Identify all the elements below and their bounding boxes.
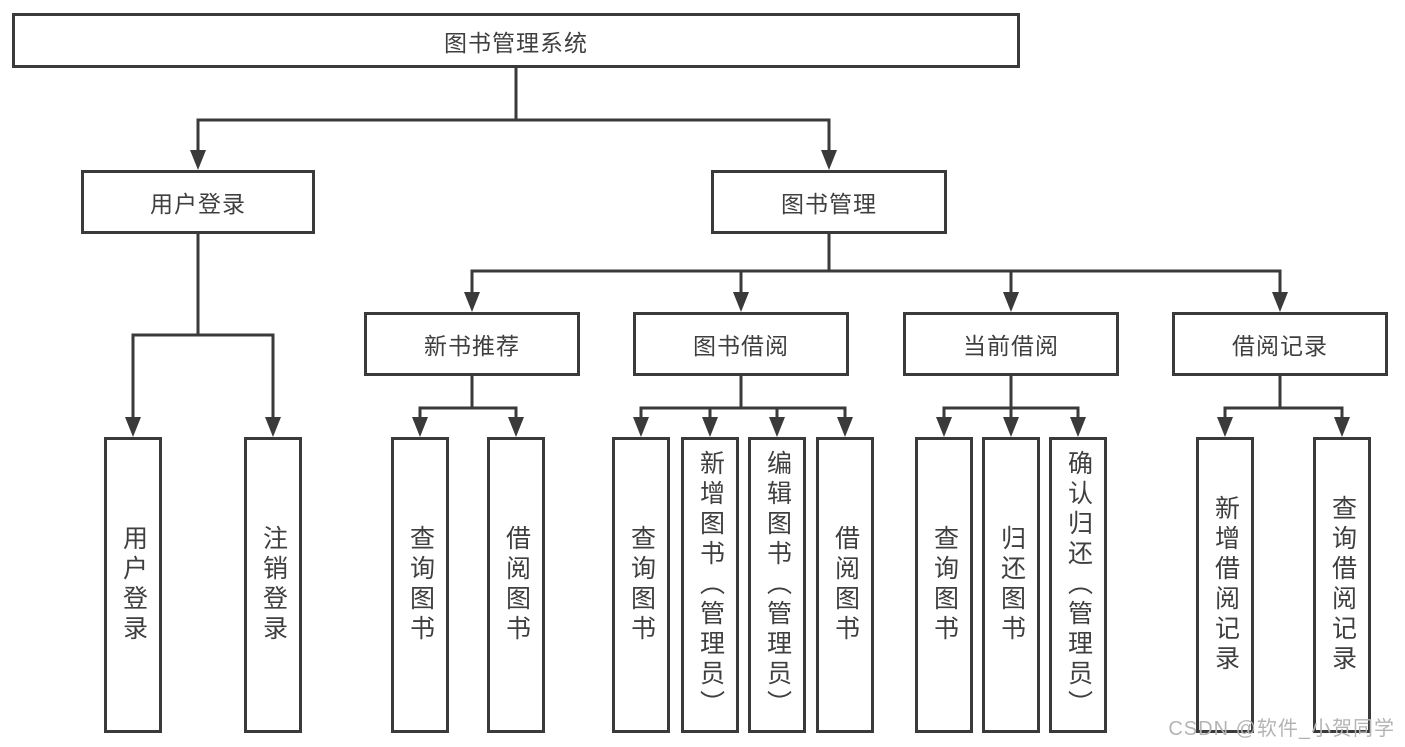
node-label: 借阅图书 xyxy=(831,525,860,645)
node-book-borrowing: 图书借阅 xyxy=(633,312,849,376)
connector-arrowhead xyxy=(412,417,428,437)
connector-arrowhead xyxy=(1217,417,1233,437)
node-label: 新书推荐 xyxy=(424,333,520,359)
leaf-query-books-current: 查询图书 xyxy=(915,437,973,733)
node-label: 编辑图书（管理员） xyxy=(763,450,792,720)
leaf-confirm-return-admin: 确认归还（管理员） xyxy=(1049,437,1107,733)
node-library-management-system: 图书管理系统 xyxy=(12,13,1020,68)
connector-arrowhead xyxy=(769,417,785,437)
node-label: 借阅图书 xyxy=(502,525,531,645)
node-label: 新增借阅记录 xyxy=(1211,495,1240,675)
leaf-edit-books-admin: 编辑图书（管理员） xyxy=(748,437,806,733)
connector-arrowhead xyxy=(821,150,837,170)
node-user-login: 用户登录 xyxy=(81,170,315,234)
node-new-book-recommendation: 新书推荐 xyxy=(364,312,580,376)
node-label: 查询图书 xyxy=(406,525,435,645)
connector-arrowhead xyxy=(1003,292,1019,312)
leaf-return-books: 归还图书 xyxy=(982,437,1040,733)
leaf-add-borrow-record: 新增借阅记录 xyxy=(1196,437,1254,733)
node-label: 当前借阅 xyxy=(963,333,1059,359)
connector-arrowhead xyxy=(1334,417,1350,437)
node-label: 归还图书 xyxy=(997,525,1026,645)
node-label: 查询图书 xyxy=(627,525,656,645)
node-label: 用户登录 xyxy=(150,191,246,217)
node-label: 借阅记录 xyxy=(1232,333,1328,359)
node-borrowing-records: 借阅记录 xyxy=(1172,312,1388,376)
connector-arrowhead xyxy=(265,417,281,437)
node-label: 图书借阅 xyxy=(693,333,789,359)
node-label: 确认归还（管理员） xyxy=(1064,450,1093,720)
node-label: 图书管理系统 xyxy=(444,29,588,56)
leaf-user-login: 用户登录 xyxy=(104,437,162,733)
leaf-add-books-admin: 新增图书（管理员） xyxy=(681,437,739,733)
connector-arrowhead xyxy=(837,417,853,437)
node-current-borrowing: 当前借阅 xyxy=(903,312,1119,376)
connector-arrowhead xyxy=(633,417,649,437)
leaf-query-books-recommendation: 查询图书 xyxy=(391,437,449,733)
connector-arrowhead xyxy=(702,417,718,437)
connector-arrowhead xyxy=(733,292,749,312)
connector-arrowhead xyxy=(1272,292,1288,312)
connector-arrowhead xyxy=(1003,417,1019,437)
csdn-watermark: CSDN @软件_小贺同学 xyxy=(1168,718,1395,740)
node-label: 新增图书（管理员） xyxy=(696,450,725,720)
connector-arrowhead xyxy=(508,417,524,437)
node-label: 图书管理 xyxy=(781,191,877,217)
node-label: 注销登录 xyxy=(259,525,288,645)
node-book-management: 图书管理 xyxy=(711,170,947,234)
leaf-query-books-borrowing: 查询图书 xyxy=(612,437,670,733)
connector-arrowhead xyxy=(1070,417,1086,437)
leaf-borrow-books-recommendation: 借阅图书 xyxy=(487,437,545,733)
connector-arrowhead xyxy=(125,417,141,437)
leaf-logout: 注销登录 xyxy=(244,437,302,733)
leaf-borrow-books-borrowing: 借阅图书 xyxy=(816,437,874,733)
leaf-query-borrow-record: 查询借阅记录 xyxy=(1313,437,1371,733)
node-label: 查询图书 xyxy=(930,525,959,645)
connector-arrowhead xyxy=(190,150,206,170)
connector-arrowhead xyxy=(464,292,480,312)
connector-arrowhead xyxy=(936,417,952,437)
node-label: 用户登录 xyxy=(119,525,148,645)
node-label: 查询借阅记录 xyxy=(1328,495,1357,675)
